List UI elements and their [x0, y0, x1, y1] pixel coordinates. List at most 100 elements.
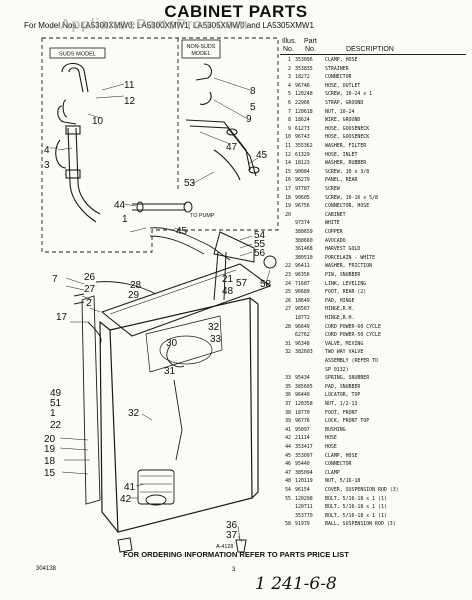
part-description: BOLT, 5/16-18 x 1 (1) [325, 495, 387, 502]
callout-11: 11 [124, 80, 135, 91]
part-description: LINK, LEVELING [325, 280, 367, 287]
callout-45a: 45 [256, 150, 268, 161]
part-number: 120119 [295, 478, 313, 485]
callout-48: 48 [222, 286, 234, 297]
part-number: 353835 [295, 65, 313, 72]
part-description: SCREW, 10-24 x 1 [325, 91, 373, 98]
illus-number: 41 [285, 426, 291, 433]
inner-mechanism [137, 345, 185, 506]
illus-number: 26 [285, 297, 291, 304]
part-description: COVER, SUSPENSION ROD (3) [325, 487, 399, 493]
part-number: 97787 [295, 186, 310, 192]
part-number: 120358 [295, 401, 313, 407]
callout-41: 41 [124, 482, 136, 493]
callout-leaders [50, 77, 271, 543]
part-description: SCREW, 10 x 3/8 [325, 168, 370, 175]
illus-number: 54 [285, 487, 291, 493]
pump-hose [132, 201, 193, 213]
part-number: 96649 [295, 323, 310, 330]
parts-header-rule [280, 54, 466, 55]
part-number: 18123 [295, 160, 310, 167]
part-description: FOOT, REAR (2) [325, 289, 367, 296]
part-description: PIN, SNUBBER [325, 272, 361, 278]
callout-8: 8 [250, 86, 256, 97]
callout-47: 47 [226, 142, 238, 153]
page-title: CABINET PARTS [164, 2, 308, 21]
callout-1b: 1 [50, 408, 56, 419]
part-number: 120248 [295, 91, 313, 98]
illus-number: 9 [288, 125, 291, 132]
part-number: 18272 [295, 74, 310, 81]
part-number: 61273 [295, 125, 310, 132]
part-description: WASHER, FILTER [325, 143, 367, 149]
part-description: HOSE, GOOSENECK [325, 134, 370, 141]
non-suds-model-box [181, 39, 221, 59]
illus-number: 2 [288, 65, 291, 72]
part-number: 353097 [295, 452, 313, 459]
callout-17: 17 [56, 312, 68, 323]
illus-number: 48 [285, 478, 291, 485]
part-description: COPPER [325, 229, 343, 235]
part-number: 120298 [295, 495, 313, 502]
illus-number: 47 [285, 469, 291, 476]
callout-37: 37 [226, 530, 238, 541]
illus-number: 45 [285, 452, 291, 459]
callout-21: 21 [222, 274, 234, 285]
part-description: BOLT, 5/16-18 x 1 (1) [325, 504, 387, 511]
part-description: LOCK, FRONT TOP [325, 418, 370, 425]
part-description: HOSE, INLET [325, 151, 358, 158]
non-suds-hose-assembly [185, 63, 260, 181]
illus-number: 36 [285, 392, 291, 399]
illus-number: 7 [288, 108, 291, 115]
part-description: ASSEMBLY (REFER TO [325, 358, 378, 364]
illus-number: 35 [285, 383, 291, 390]
part-number: 96356 [295, 272, 310, 278]
part-number: 91979 [295, 521, 310, 528]
part-description: VALVE, MIXING [325, 340, 364, 347]
callout-36: 36 [226, 520, 238, 531]
part-number: 353096 [295, 57, 313, 63]
part-number: 96746 [295, 82, 310, 89]
part-number: 95440 [295, 461, 310, 468]
part-description: SCREW [325, 186, 340, 192]
part-description: SP 0132) [325, 366, 349, 373]
part-description: NUT, 5/16-18 [325, 478, 361, 485]
inset-dashed-border [41, 37, 279, 253]
callout-55: 55 [254, 239, 266, 250]
illus-number: 4 [288, 82, 291, 89]
illus-number: 11 [285, 143, 291, 149]
illus-number: 31 [285, 340, 291, 347]
part-description: CLAMP, HOSE [325, 57, 358, 63]
part-number: 18772 [295, 315, 310, 321]
illus-number: 55 [285, 495, 291, 502]
callout-19: 19 [44, 444, 56, 455]
suds-model-label: SUDS MODEL [59, 52, 96, 58]
illus-number: 27 [285, 306, 291, 313]
part-number: 353770 [295, 512, 313, 519]
part-number: 90605 [295, 194, 310, 201]
parts-header-no: No. [283, 46, 294, 53]
part-description: PAD, SNUBBER [325, 383, 361, 390]
part-number: 380659 [295, 229, 313, 235]
part-number: 382603 [295, 349, 313, 356]
parts-header-part: Part [304, 38, 317, 45]
callout-3: 3 [44, 160, 50, 171]
illus-number: 32 [285, 349, 291, 356]
part-description: NUT, 10-24 [325, 108, 355, 115]
illus-number: 3 [288, 74, 291, 81]
part-number: 61329 [295, 151, 310, 158]
callout-10: 10 [92, 116, 104, 127]
part-description: BUSHING [325, 426, 346, 433]
part-number: 96567 [295, 306, 310, 313]
to-pump-label: TO PUMP [190, 213, 215, 219]
illus-number: 33 [285, 375, 291, 382]
part-number: 95097 [295, 426, 310, 433]
ordering-info: FOR ORDERING INFORMATION REFER TO PARTS … [123, 550, 349, 559]
part-description: BOLT, 5/16-18 x 1 (1) [325, 512, 387, 519]
cabinet-top-lid [100, 263, 272, 337]
callout-42: 42 [120, 494, 132, 505]
part-number: 96348 [295, 340, 310, 347]
part-description: SPRING, SNUBBER [325, 375, 370, 382]
callout-58: 58 [260, 279, 272, 290]
